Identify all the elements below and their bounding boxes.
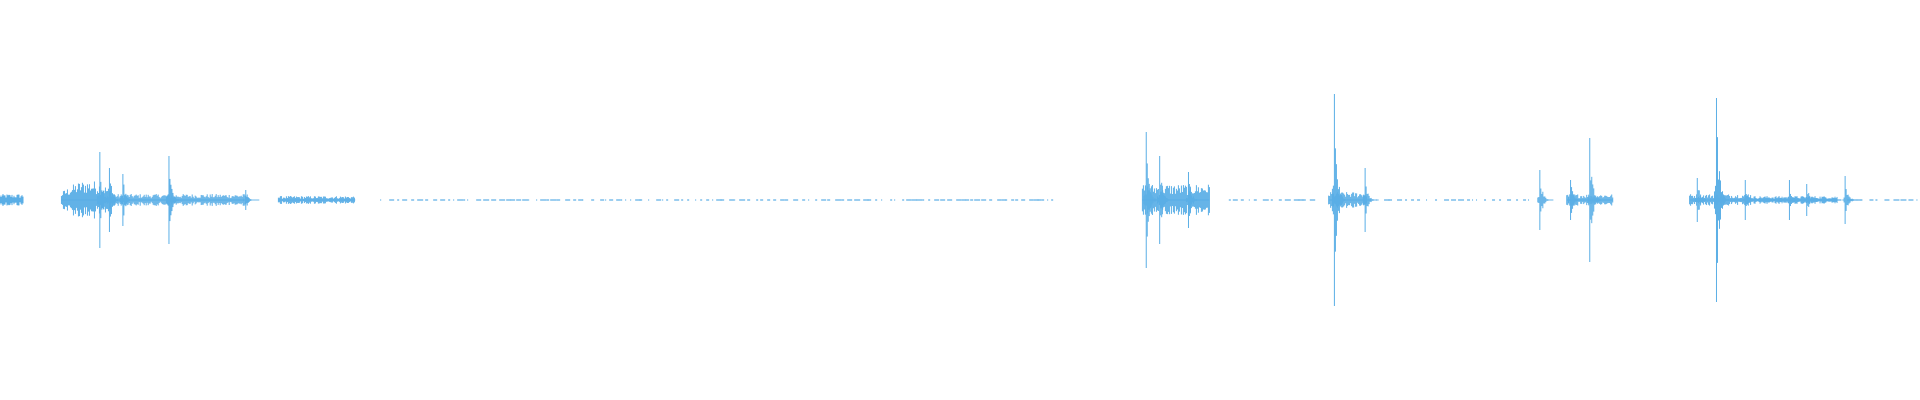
waveform-trace <box>0 94 1918 306</box>
